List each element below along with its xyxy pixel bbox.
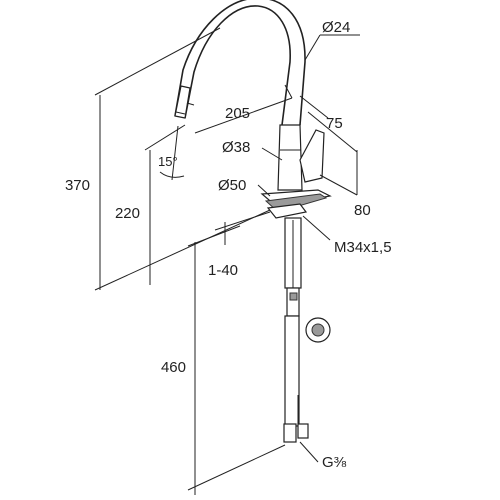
spray-angle-label: 15° [158,154,178,169]
body-diameter-label: Ø38 [222,139,250,156]
base-diameter-label: Ø50 [218,177,246,194]
hose-length-label: 460 [161,359,186,376]
spout-diameter-label: Ø24 [322,19,350,36]
connection-label: G⅜ [322,454,347,471]
lever-offset-label: 75 [326,115,343,132]
spout-height-label: 220 [115,205,140,222]
faucet-outline [174,0,332,443]
total-height-label: 370 [65,177,90,194]
dimension-lines [94,27,360,495]
reach-label: 205 [225,105,250,122]
lever-height-label: 80 [354,202,371,219]
deck-thickness-label: 1-40 [208,262,238,279]
thread-label: M34x1,5 [334,239,392,256]
